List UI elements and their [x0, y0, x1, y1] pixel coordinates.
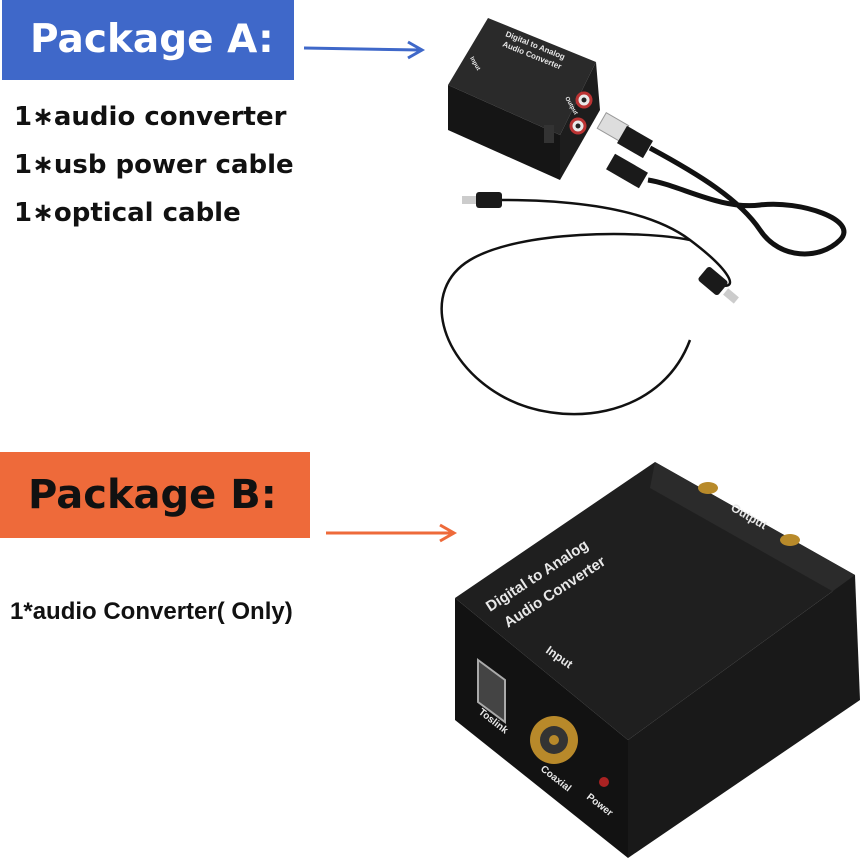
package-a-banner: Package A: [2, 0, 294, 80]
package-b-description: 1*audio Converter( Only) [10, 598, 293, 625]
package-a-item-optical-cable: 1∗optical cable [14, 198, 241, 228]
arrow-a-icon [303, 40, 426, 60]
package-a-item-usb-cable: 1∗usb power cable [14, 150, 294, 180]
package-b-banner: Package B: [0, 452, 310, 538]
optical-cable-image [440, 192, 739, 416]
package-b-converter-image: Digital to Analog Audio Converter Output… [455, 462, 860, 858]
package-a-item-audio-converter: 1∗audio converter [14, 102, 287, 132]
package-a-converter-image: Digital to Analog Audio Converter Output… [448, 18, 600, 180]
arrow-b-icon [326, 523, 458, 543]
usb-power-cable-image [596, 112, 847, 257]
